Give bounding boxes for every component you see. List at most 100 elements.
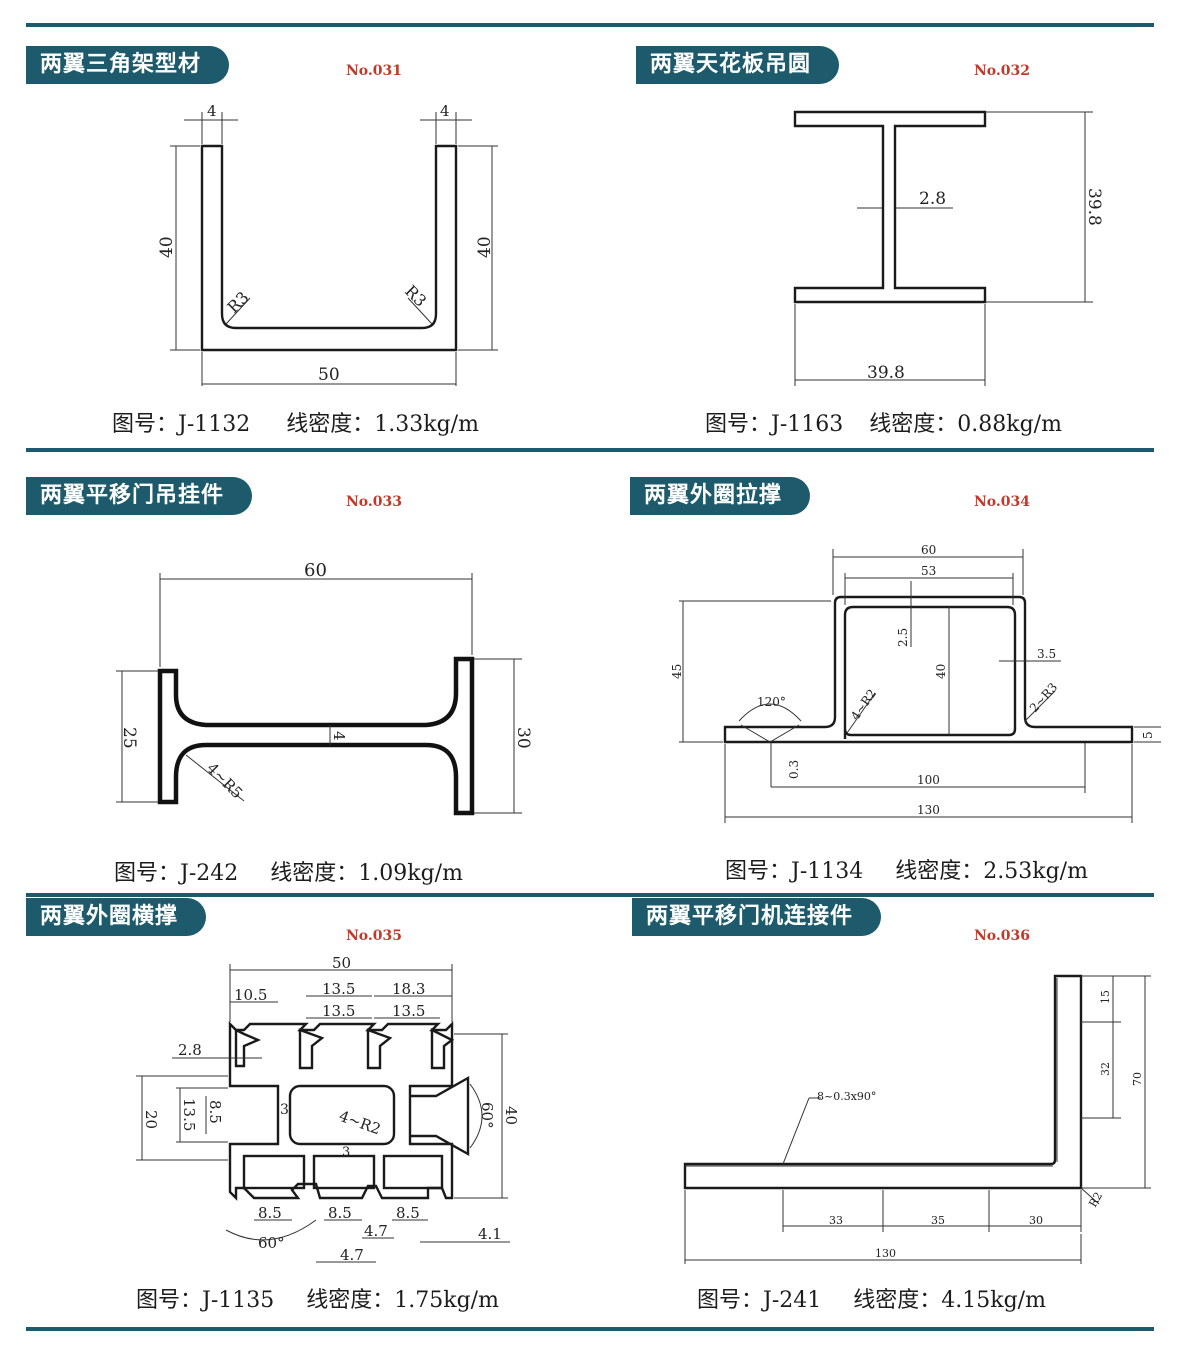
density-label: 线密度： (270, 861, 359, 886)
figure-label: 图号： (114, 861, 181, 886)
dim-bottom-4-7-b: 4.7 (340, 1246, 364, 1264)
dim-13-5-v: 13.5 (180, 1098, 198, 1131)
dim-height-left: 40 (157, 236, 177, 258)
figure-number: J-1134 (791, 859, 864, 884)
top-rule (26, 23, 1154, 27)
dim-2-8: 2.8 (178, 1041, 202, 1059)
density-label: 线密度： (306, 1288, 395, 1313)
profile-code: No.031 (346, 63, 402, 79)
profile-code: No.035 (346, 928, 402, 944)
dim-13-5-a: 13.5 (322, 980, 355, 998)
density-value: 1.09kg/m (358, 861, 463, 886)
dim-radius-right: R3 (401, 281, 430, 310)
dim-total: 130 (917, 803, 940, 817)
dim-web: 2.8 (919, 189, 946, 209)
divider-rule-2 (26, 893, 1154, 897)
dim-bottom-4-7-a: 4.7 (364, 1222, 388, 1240)
dim-height-40: 40 (502, 1106, 520, 1125)
dim-bottom-8-5-a: 8.5 (258, 1204, 282, 1222)
figure-number: J-242 (180, 861, 239, 886)
dim-h33: 33 (829, 1214, 843, 1227)
dim-total: 130 (875, 1247, 896, 1260)
figure-label: 图号： (136, 1288, 203, 1313)
dim-wall-top: 2.5 (896, 628, 910, 647)
density-value: 1.33kg/m (374, 412, 479, 437)
profile-outline (200, 144, 458, 352)
figure-number: J-1163 (771, 412, 844, 437)
profile-outline (228, 1021, 454, 1201)
profile-drawing: 4 4 40 40 R3 R3 50 (157, 102, 498, 386)
profile-code: No.036 (974, 928, 1030, 944)
profile-title: 两翼天花板吊圆 (636, 46, 840, 84)
dim-18-3: 18.3 (392, 980, 425, 998)
dim-width: 50 (332, 954, 351, 972)
dim-top-outer: 60 (921, 543, 936, 557)
profile-drawing: 50 10.5 13.5 18.3 13.5 13.5 2.8 20 13.5 … (136, 954, 520, 1264)
figure-label: 图号： (112, 412, 179, 437)
dim-angle-right: 60° (478, 1102, 496, 1129)
profile-panel-033: 两翼平移门吊挂件 No.033 60 25 30 4 4~R5 图号：J-242… (0, 477, 595, 907)
figure-label: 图号： (725, 859, 792, 884)
dim-angle: 120° (757, 695, 786, 709)
profile-title: 两翼三角架型材 (26, 46, 230, 84)
dim-thickness-left: 4 (207, 102, 217, 120)
dim-top-inner: 53 (921, 564, 936, 578)
dim-angle-bottom: 60° (258, 1234, 285, 1252)
dim-10-5: 10.5 (234, 986, 267, 1004)
profile-outline (157, 656, 475, 816)
profile-outline (723, 595, 1134, 744)
dim-v70: 70 (1131, 1072, 1144, 1086)
profile-title: 两翼外圈拉撑 (630, 477, 811, 515)
profile-drawing: 2.8 39.8 39.8 (793, 110, 1104, 386)
density-value: 0.88kg/m (957, 412, 1062, 437)
density-value: 1.75kg/m (394, 1288, 499, 1313)
dim-radius: 4~R5 (203, 759, 246, 802)
profile-code: No.034 (974, 494, 1030, 510)
profile-inner-outline (843, 605, 1017, 739)
figure-label: 图号： (697, 1288, 764, 1313)
profile-drawing: 8~0.3x90° 15 32 70 R2 33 35 30 130 (683, 974, 1151, 1264)
profile-panel-036: 两翼平移门机连接件 No.036 8~0.3x90° 15 32 70 R2 3… (595, 898, 1190, 1328)
dim-radius: R2 (1086, 1190, 1105, 1210)
dim-width: 60 (304, 560, 327, 581)
profile-title: 两翼平移门吊挂件 (26, 477, 253, 515)
density-label: 线密度： (853, 1288, 942, 1313)
dim-inner-length: 100 (917, 773, 940, 787)
profile-code: No.032 (974, 63, 1030, 79)
dim-20: 20 (142, 1110, 160, 1129)
dim-groove: 0.3 (787, 760, 801, 779)
dim-13-5-b: 13.5 (322, 1002, 355, 1020)
profile-panel-034: 两翼外圈拉撑 No.034 120° 60 53 2.5 40 3.5 45 4… (595, 477, 1190, 907)
dim-radius-left: 4~R2 (848, 687, 879, 723)
dim-groove: 8~0.3x90° (817, 1090, 876, 1103)
profile-panel-031: 两翼三角架型材 No.031 4 4 40 40 R3 R3 50 图号：J-1… (0, 46, 595, 476)
density-value: 4.15kg/m (941, 1288, 1046, 1313)
dim-3-b: 3 (342, 1145, 350, 1160)
profile-caption: 图号：J-242 线密度：1.09kg/m (114, 855, 463, 887)
center-hollow (288, 1084, 396, 1146)
dim-web: 4 (330, 731, 348, 741)
dim-h35: 35 (931, 1214, 945, 1227)
figure-number: J-1132 (178, 412, 251, 437)
dim-radius-right: 2~R3 (1027, 680, 1060, 715)
profile-drawing: 120° 60 53 2.5 40 3.5 45 4~R2 2~R3 0.3 5 (670, 543, 1161, 823)
figure-number: J-1135 (202, 1288, 275, 1313)
dim-radius: 4~R2 (337, 1107, 384, 1139)
dim-wall-side: 3.5 (1037, 647, 1056, 661)
dim-radius-left: R3 (223, 288, 252, 317)
dim-base-thickness: 5 (1141, 731, 1155, 739)
profile-panel-035: 两翼外圈横撑 No.035 50 10.5 13.5 18.3 13.5 13.… (0, 898, 595, 1328)
dim-height-left: 25 (119, 727, 139, 749)
divider-rule-1 (26, 448, 1154, 452)
profile-code: No.033 (346, 494, 402, 510)
profile-outline (683, 974, 1083, 1190)
dim-thickness-right: 4 (440, 102, 450, 120)
dim-13-5-c: 13.5 (392, 1002, 425, 1020)
dim-v32: 32 (1099, 1062, 1112, 1076)
dim-bottom-4-1: 4.1 (478, 1225, 502, 1243)
profile-title: 两翼平移门机连接件 (632, 898, 882, 936)
profile-outline (793, 110, 987, 304)
